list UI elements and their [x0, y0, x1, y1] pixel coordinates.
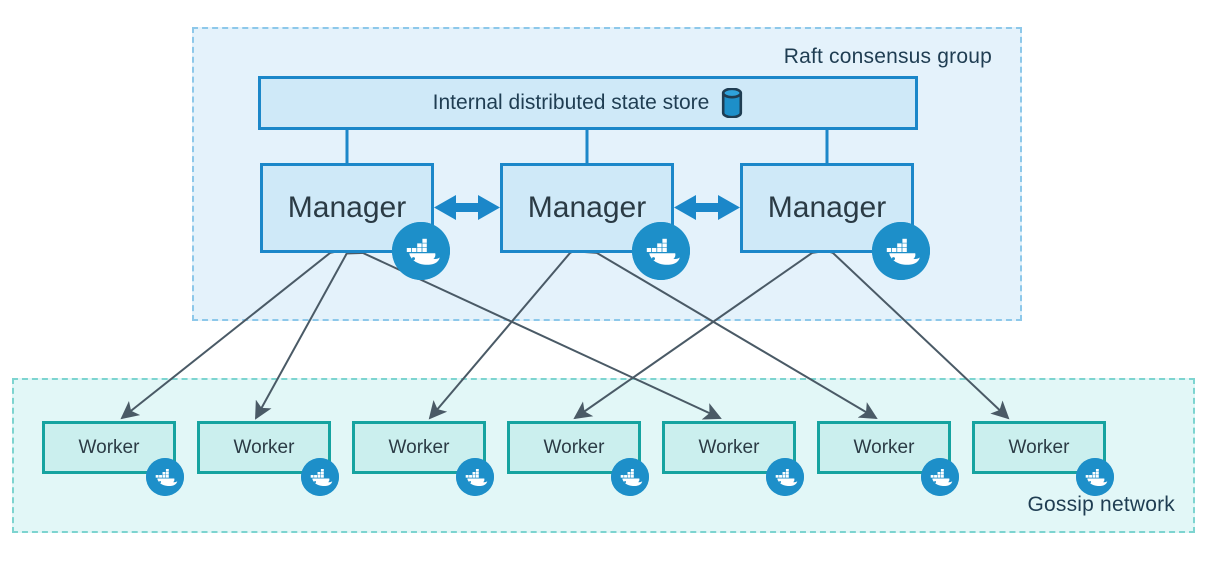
worker-node-label: Worker: [543, 436, 605, 458]
docker-whale-icon: [872, 222, 930, 280]
link-m0-w0: [120, 236, 349, 420]
docker-whale-icon: [632, 222, 690, 280]
docker-whale-icon: [1076, 458, 1114, 496]
link-m2-w6: [815, 235, 1010, 420]
docker-whale-icon: [766, 458, 804, 496]
docker-whale-icon: [392, 222, 450, 280]
manager-worker-links: [120, 234, 1010, 420]
docker-whale-icon: [611, 458, 649, 496]
raft-consensus-group-label: Raft consensus group: [783, 45, 992, 68]
peer-link-0-1: [434, 195, 500, 220]
docker-whale-icon: [146, 458, 184, 496]
docker-whale-icon: [921, 458, 959, 496]
state-store-label: Internal distributed state store: [432, 91, 710, 114]
worker-node-label: Worker: [388, 436, 450, 458]
worker-node-3[interactable]: Worker: [507, 421, 641, 474]
worker-node-label: Worker: [698, 436, 760, 458]
gossip-network-label: Gossip network: [1027, 493, 1175, 516]
worker-node-label: Worker: [78, 436, 140, 458]
manager-node-label: Manager: [527, 191, 647, 224]
link-m0-w1: [255, 234, 363, 420]
manager-node-2[interactable]: Manager: [740, 163, 914, 253]
manager-peer-links: [434, 195, 740, 220]
link-m2-w3: [573, 236, 831, 420]
link-m1-w2: [428, 234, 588, 420]
peer-link-1-2: [674, 195, 740, 220]
worker-node-label: Worker: [853, 436, 915, 458]
worker-node-label: Worker: [1008, 436, 1070, 458]
manager-node-label: Manager: [287, 191, 407, 224]
internal-state-store-box[interactable]: Internal distributed state store: [258, 76, 918, 130]
docker-whale-icon: [301, 458, 339, 496]
state-store-connectors: [345, 130, 829, 163]
worker-node-label: Worker: [233, 436, 295, 458]
database-cylinder-icon: [721, 87, 743, 119]
manager-node-label: Manager: [767, 191, 887, 224]
docker-whale-icon: [456, 458, 494, 496]
worker-node-5[interactable]: Worker: [817, 421, 951, 474]
